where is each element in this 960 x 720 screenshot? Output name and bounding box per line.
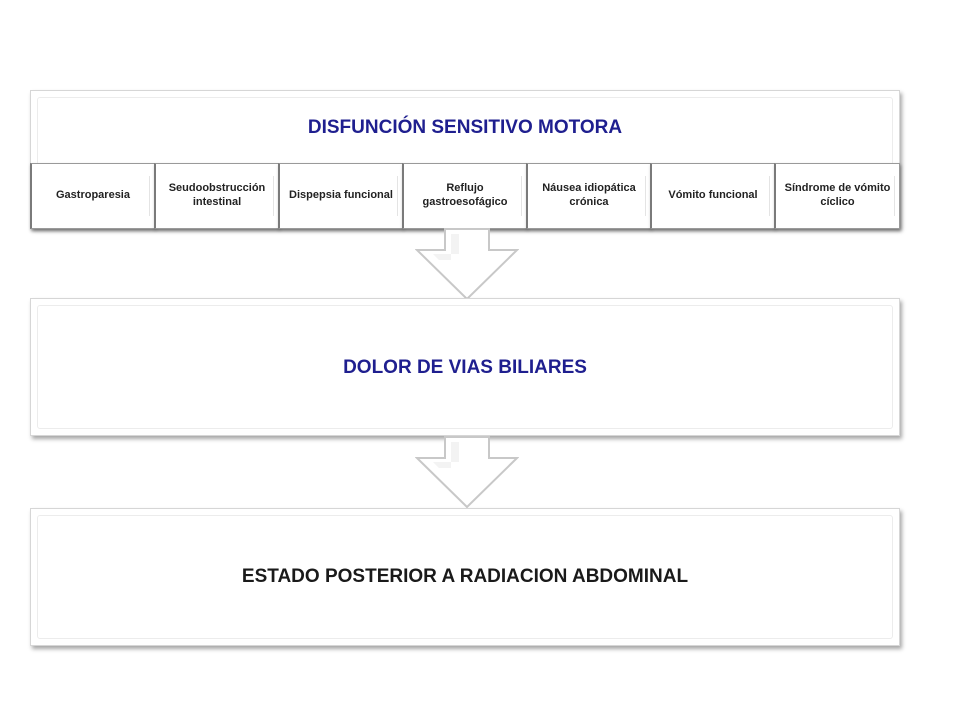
sub-item-dispepsia: Dispepsia funcional [278,163,403,229]
sub-item-gastroparesia: Gastroparesia [30,163,155,229]
down-arrow-icon [415,228,519,300]
sub-item-sindrome-vomito: Síndrome de vómito cíclico [774,163,900,229]
middle-box: DOLOR DE VIAS BILIARES [30,298,900,436]
sub-item-seudoobstruccion: Seudoobstrucción intestinal [154,163,279,229]
sub-item-reflujo: Reflujo gastroesofágico [402,163,527,229]
bottom-box: ESTADO POSTERIOR A RADIACION ABDOMINAL [30,508,900,646]
sub-item-vomito-funcional: Vómito funcional [650,163,775,229]
sub-item-nausea: Náusea idiopática crónica [526,163,651,229]
middle-box-title: DOLOR DE VIAS BILIARES [343,357,587,378]
bottom-box-title: ESTADO POSTERIOR A RADIACION ABDOMINAL [241,566,689,587]
sub-items-row: Gastroparesia Seudoobstrucción intestina… [30,163,900,229]
down-arrow-icon [415,436,519,508]
top-box-title: DISFUNCIÓN SENSITIVO MOTORA [307,117,623,138]
